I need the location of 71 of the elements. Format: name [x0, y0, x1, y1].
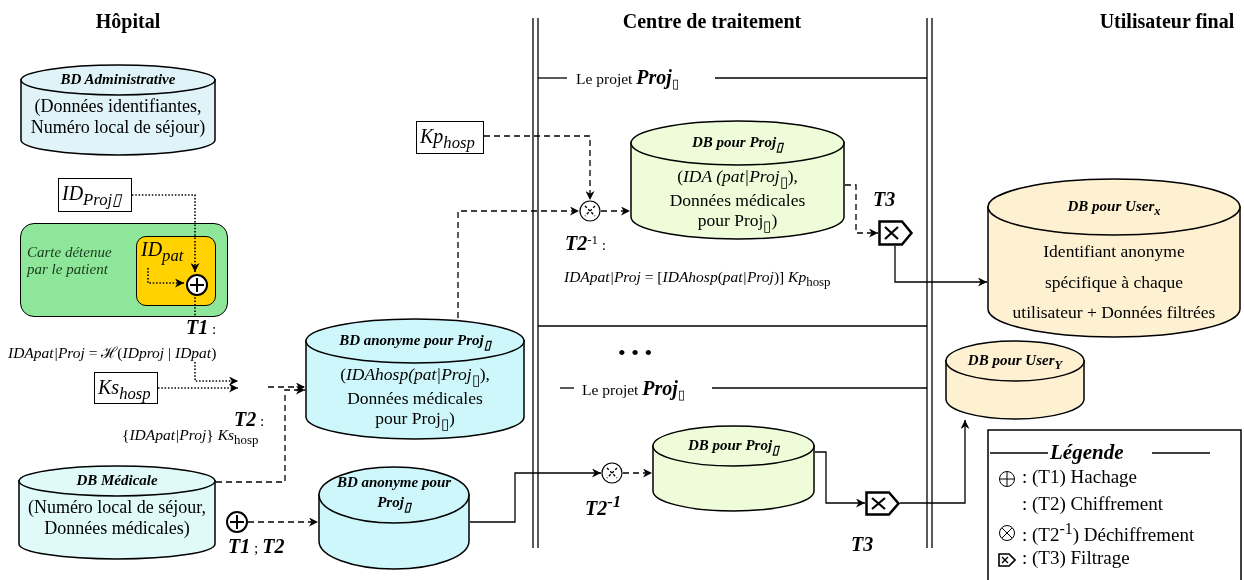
- key-box: [416, 121, 484, 154]
- circled-plus-icon: [226, 511, 248, 533]
- key-label: ID$_{Proj▯}$: [62, 183, 122, 209]
- card-label: Carte détenue par le patient: [27, 244, 113, 279]
- column-heading: Centre de traitement: [621, 10, 803, 33]
- dashed-arrow: [600, 206, 631, 216]
- arrow: [469, 468, 602, 523]
- database-title: BD anonyme pour Proj$_{▯}$: [338, 332, 493, 353]
- column-heading: Utilisateur final: [1098, 10, 1236, 33]
- patient-id-label: ID$_{pat}$: [141, 239, 184, 265]
- database-cylinder: [305, 318, 525, 440]
- database-contents: (IDAhosp(pat|Proj$_{▯}$), Données médicales pour Proj$_{▯}$): [339, 364, 491, 433]
- circled-cross-icon: [579, 200, 601, 222]
- legend-text: : (T2) Chiffrement: [1022, 493, 1164, 515]
- database-title: DB Médicale: [75, 472, 159, 490]
- database-title: DB pour User$_{x}$: [1066, 198, 1162, 219]
- database-title: DB pour Proj$_{▯}$: [686, 437, 781, 458]
- key-label: Ks$_{hosp}$: [98, 377, 151, 403]
- arrow: [894, 245, 988, 287]
- dashed-arrow: [215, 385, 306, 483]
- key-label: Kp$_{hosp}$: [420, 126, 475, 152]
- project-label: Le projet Proj$_{▯}$: [582, 377, 685, 404]
- database-title: DB pour Proj$_{▯}$: [690, 134, 785, 155]
- filter-tag-icon: [865, 491, 900, 516]
- dashed-arrow: [622, 468, 653, 478]
- operation-label: T2$^{-1}$ :: [565, 232, 607, 256]
- operation-label: T2$^{-1}$: [585, 492, 622, 520]
- database-cylinder: [987, 178, 1241, 338]
- patient-card: [20, 223, 228, 317]
- arrow: [899, 419, 970, 504]
- operation-label: T1 ; T2: [228, 535, 285, 558]
- operation-label: T1 :: [186, 316, 217, 339]
- column-heading: Hôpital: [94, 10, 162, 33]
- dashed-arrow: [194, 293, 239, 386]
- legend-title: Légende: [1050, 440, 1124, 465]
- arrow: [814, 451, 866, 508]
- key-box: [58, 178, 132, 212]
- legend-text: : (T1) Hachage: [1022, 466, 1137, 488]
- dashed-arrow: [131, 194, 200, 273]
- ellipsis: • • •: [618, 340, 653, 366]
- database-title: BD anonyme pour Proj$_{▯}$: [335, 473, 453, 517]
- legend-text: : (T3) Filtrage: [1022, 547, 1130, 569]
- database-cylinder: [945, 340, 1085, 420]
- database-cylinder: [18, 465, 216, 560]
- dashed-arrow: [147, 267, 185, 288]
- patient-id-chip: [136, 236, 216, 306]
- database-contents: Identifiant anonyme spécifique à chaque utilisateur + Données filtrées: [1011, 240, 1217, 325]
- operation-label: T3: [873, 188, 896, 211]
- database-contents: (Données identifiantes, Numéro local de séjour): [29, 96, 207, 138]
- database-cylinder: [652, 425, 815, 512]
- dashed-arrow: [844, 184, 879, 238]
- circled-plus-icon: [186, 274, 208, 296]
- database-cylinder: [630, 120, 845, 240]
- project-label: Le projet Proj$_{▯}$: [576, 66, 679, 93]
- database-cylinder: [20, 64, 216, 156]
- database-title: BD Administrative: [59, 71, 177, 89]
- formula-text: IDApat|Proj = [IDAhosp(pat|Proj)] Kp$_{hosp}$: [564, 268, 831, 291]
- legend-text: : (T2$^{-1}$) Déchiffrement: [1022, 520, 1195, 547]
- database-cylinder: [318, 466, 470, 570]
- database-contents: (Numéro local de séjour, Données médicales): [26, 497, 208, 539]
- dashed-arrow: [157, 383, 239, 393]
- circled-cross-icon: [601, 462, 623, 484]
- dashed-arrow: [457, 206, 580, 319]
- operation-label: T3: [851, 533, 874, 556]
- dashed-arrow: [247, 517, 319, 527]
- database-title: DB pour User$_{Y}$: [966, 352, 1064, 373]
- key-box: [94, 372, 158, 404]
- database-contents: (IDA (pat|Proj$_{▯}$), Données médicales pour Proj$_{▯}$): [668, 166, 807, 235]
- formula-text: IDApat|Proj = ℋ(IDproj | IDpat): [8, 343, 217, 363]
- filter-tag-icon: [878, 220, 913, 246]
- dashed-arrow: [483, 135, 595, 201]
